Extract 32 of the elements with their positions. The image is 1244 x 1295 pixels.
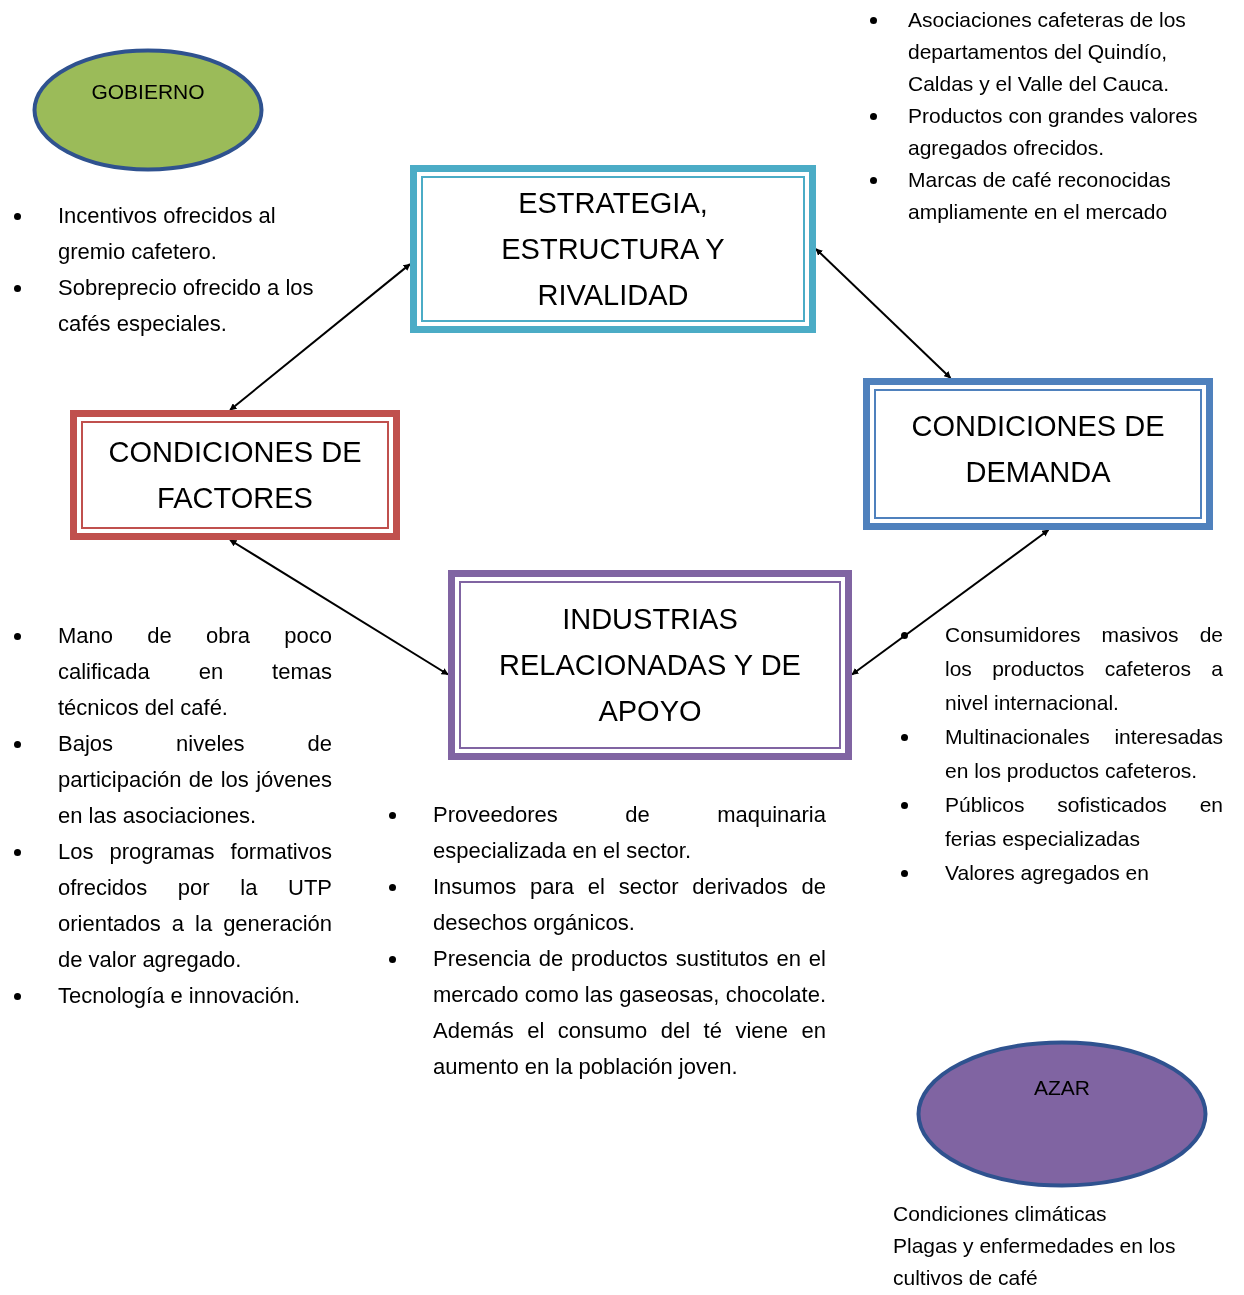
ellipse-label: AZAR <box>1034 1076 1090 1100</box>
bullet-text: Productos con grandes valores agregados ofrecidos. <box>908 103 1199 161</box>
ellipse-label: GOBIERNO <box>91 80 205 104</box>
double-arrow <box>229 539 449 676</box>
double-border-box <box>70 410 400 540</box>
double-border-box <box>863 378 1213 530</box>
box-title: INDUSTRIAS RELACIONADAS Y DE APOYO <box>498 602 802 729</box>
bullet-text: Sobreprecio ofrecido a los cafés especiales. <box>58 274 315 338</box>
double-arrow <box>851 529 1050 676</box>
note-text: Plagas y enfermedades en los cultivos de café <box>893 1233 1177 1291</box>
bullet-text: Incentivos ofrecidos al gremio cafetero. <box>58 202 277 266</box>
bullet-text: Marcas de café reconocidas ampliamente en el mercado <box>908 167 1172 225</box>
bullet-text: Bajos niveles de participación de los jóvenes en las asociaciones. <box>58 730 332 830</box>
bullet-text: Tecnología e innovación. <box>58 982 302 1010</box>
note-text: Condiciones climáticas <box>893 1201 1108 1227</box>
bullet-text: Valores agregados en <box>945 860 1150 886</box>
bullet-text: Los programas formativos ofrecidos por la UTP orientados a la generación de valor agregado. <box>58 838 332 974</box>
box-title: CONDICIONES DE DEMANDA <box>910 409 1166 490</box>
bullet-text: Proveedores de maquinaria especializada en el sector. <box>433 801 826 865</box>
bullet-text: Mano de obra poco calificada en temas técnicos del café. <box>58 622 332 722</box>
bullet-text: Insumos para el sector derivados de desechos orgánicos. <box>433 873 826 937</box>
box-title: CONDICIONES DE FACTORES <box>107 435 363 516</box>
bullet-text: Presencia de productos sustitutos en el mercado como las gaseosas, chocolate. Además el consumo del té viene en aumento en la población joven. <box>433 945 826 1081</box>
double-arrow <box>815 248 952 379</box>
bullet-text: Públicos sofisticados en ferias especializadas <box>945 792 1223 852</box>
bullet-text: Asociaciones cafeteras de los departamentos del Quindío, Caldas y el Valle del Cauca. <box>908 7 1187 97</box>
double-border-box <box>448 570 852 760</box>
double-arrow <box>229 263 411 411</box>
bullet-text: Multinacionales interesadas en los productos cafeteros. <box>945 724 1223 784</box>
box-title: ESTRATEGIA, ESTRUCTURA Y RIVALIDAD <box>500 186 726 313</box>
bullet-text: Consumidores masivos de los productos cafeteros a nivel internacional. <box>945 622 1223 716</box>
double-border-box <box>410 165 816 333</box>
